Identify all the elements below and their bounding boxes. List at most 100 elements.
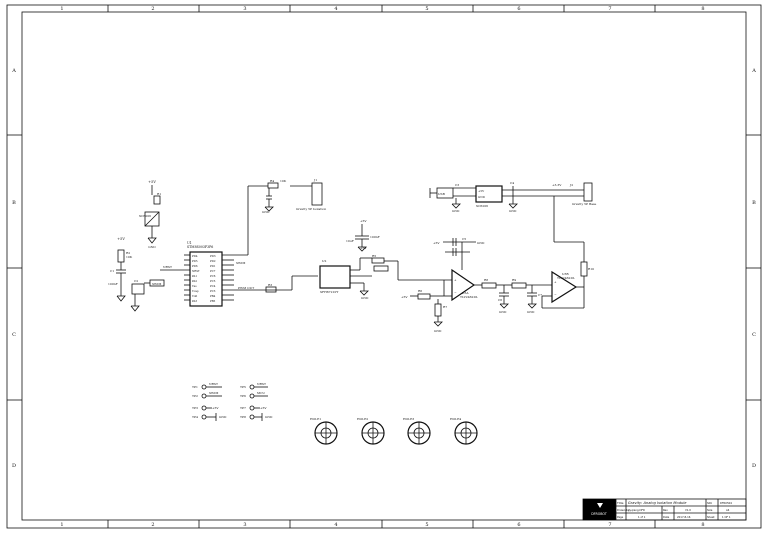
testpoint[interactable]: TP7 +5V	[240, 405, 267, 411]
tb-value: A4	[726, 508, 730, 512]
row-label: D	[12, 463, 16, 469]
resistor	[265, 286, 277, 293]
ref-label: R5	[372, 254, 376, 258]
testpoint[interactable]: TP4 GND	[192, 413, 227, 421]
row-label: C	[752, 332, 756, 338]
resistor	[481, 282, 497, 289]
net-label: +5V	[433, 241, 440, 245]
ref-label: R4	[270, 179, 274, 183]
net-label: GND	[477, 241, 485, 245]
net-label: GND	[148, 245, 156, 249]
col-label: 3	[243, 6, 246, 12]
logo-icon	[597, 503, 603, 508]
mounting-hole: HOLE4	[450, 417, 478, 445]
col-label: 2	[151, 522, 154, 528]
row-label: B	[752, 200, 756, 206]
tp-ref: TP7	[240, 406, 246, 410]
col-label: 4	[334, 6, 337, 12]
resistor	[371, 257, 385, 264]
pin-label: Vcap	[191, 289, 199, 293]
gnd-symbol	[499, 303, 509, 309]
tb-key: Sheet	[707, 515, 715, 519]
ref-label: R7	[443, 305, 447, 309]
connector-ref: J2	[569, 183, 573, 187]
inner-frame	[21, 11, 747, 521]
net-label: +5V	[360, 219, 367, 223]
col-label: 8	[701, 522, 704, 528]
testpoint[interactable]: TP3 +5V	[192, 405, 219, 411]
gnd-symbol	[116, 295, 126, 302]
tb-key: SKU	[707, 501, 712, 505]
ref-label: R8	[484, 278, 488, 282]
net-label: NRST	[163, 265, 172, 269]
testpoint[interactable]: TP6 MCU	[240, 391, 268, 399]
net-label: SWIM	[236, 261, 245, 265]
usb-section: USB C3 GND +5V GND XC6206 C4 GND +3.3V J…	[429, 181, 597, 213]
pin-label: PC3	[210, 289, 216, 293]
net-label: GND	[499, 310, 507, 314]
resistor	[511, 282, 527, 289]
hole-label: HOLE2	[357, 417, 368, 421]
net-label: GND	[527, 310, 535, 314]
testpoint[interactable]: TP2 SWIM	[192, 391, 222, 399]
tp-label: NRST	[257, 382, 266, 386]
ref-label: C2	[134, 279, 138, 283]
ref-label: XC6206	[139, 214, 151, 218]
ref-label: R1	[157, 192, 161, 196]
testpoint[interactable]: TP1 NRST	[192, 382, 222, 390]
connector-label: USB	[438, 192, 446, 196]
ref-label: U3B	[562, 272, 569, 276]
value-label: 100nF	[108, 282, 118, 286]
tb-value: V1.0	[685, 508, 691, 512]
pin-label: PA1	[192, 274, 197, 278]
row-label: C	[12, 332, 16, 338]
gnd-symbol	[433, 321, 443, 327]
ref-label: C6	[498, 298, 502, 302]
tb-key: Page	[617, 515, 624, 519]
row-label: B	[12, 200, 16, 206]
pin-label: GND	[478, 195, 486, 199]
col-label: 5	[425, 6, 428, 12]
ref-label: U1	[187, 241, 192, 245]
resistor	[267, 182, 279, 189]
testpoint[interactable]: TP5 NRST	[240, 382, 268, 390]
pin-label: PC4	[210, 284, 216, 288]
switch	[131, 283, 145, 295]
ref-label: C4	[510, 181, 514, 185]
resistor	[434, 303, 442, 317]
tp-ref: TP2	[192, 394, 198, 398]
ref-label: R6	[418, 289, 422, 293]
gnd-symbol	[527, 303, 537, 309]
part-label: XC6206	[476, 204, 488, 208]
u1-mcu: U1 STM8S003F3P6 PD4 PD5 PD6 NRST PA1 PA2…	[160, 241, 292, 307]
resistor	[153, 195, 161, 205]
net-label: GND	[434, 329, 442, 333]
tb-value: 1 OF 1	[722, 515, 731, 519]
connector-label: Gravity 5P Base	[572, 202, 597, 206]
testpoint[interactable]: TP8 GND	[240, 413, 273, 421]
logo-box	[583, 499, 616, 520]
ref-label: U2	[322, 259, 327, 263]
tb-title: Gravity: Analog Isolation Module	[628, 501, 687, 505]
hole-label: HOLE1	[310, 417, 321, 421]
part-label: TLV2462DL	[557, 276, 575, 280]
pin-label: PD5	[192, 259, 198, 263]
col-label: 8	[701, 6, 704, 12]
pin-label: PA2	[192, 279, 197, 283]
tp-label: NRST	[209, 382, 218, 386]
mounting-hole: HOLE1	[310, 417, 338, 445]
col-label: 1	[60, 522, 63, 528]
resistor	[117, 249, 125, 263]
pin-label: PB5	[210, 299, 216, 303]
tp-label: MCU	[257, 391, 265, 395]
title-block: DFROBOT Title Gravity: Analog Isolation …	[582, 498, 747, 521]
hole-label: HOLE4	[450, 417, 461, 421]
power-section: +5V R1 XC6206 GND +5V R2 10K C1 100nF C2…	[108, 180, 165, 312]
ref-label: R2	[126, 251, 130, 255]
net-label: GND	[361, 296, 369, 300]
resistor	[373, 265, 389, 272]
value-label: 10K	[126, 255, 133, 259]
gnd-symbol	[147, 237, 157, 244]
tp-label: SWIM	[209, 391, 218, 395]
